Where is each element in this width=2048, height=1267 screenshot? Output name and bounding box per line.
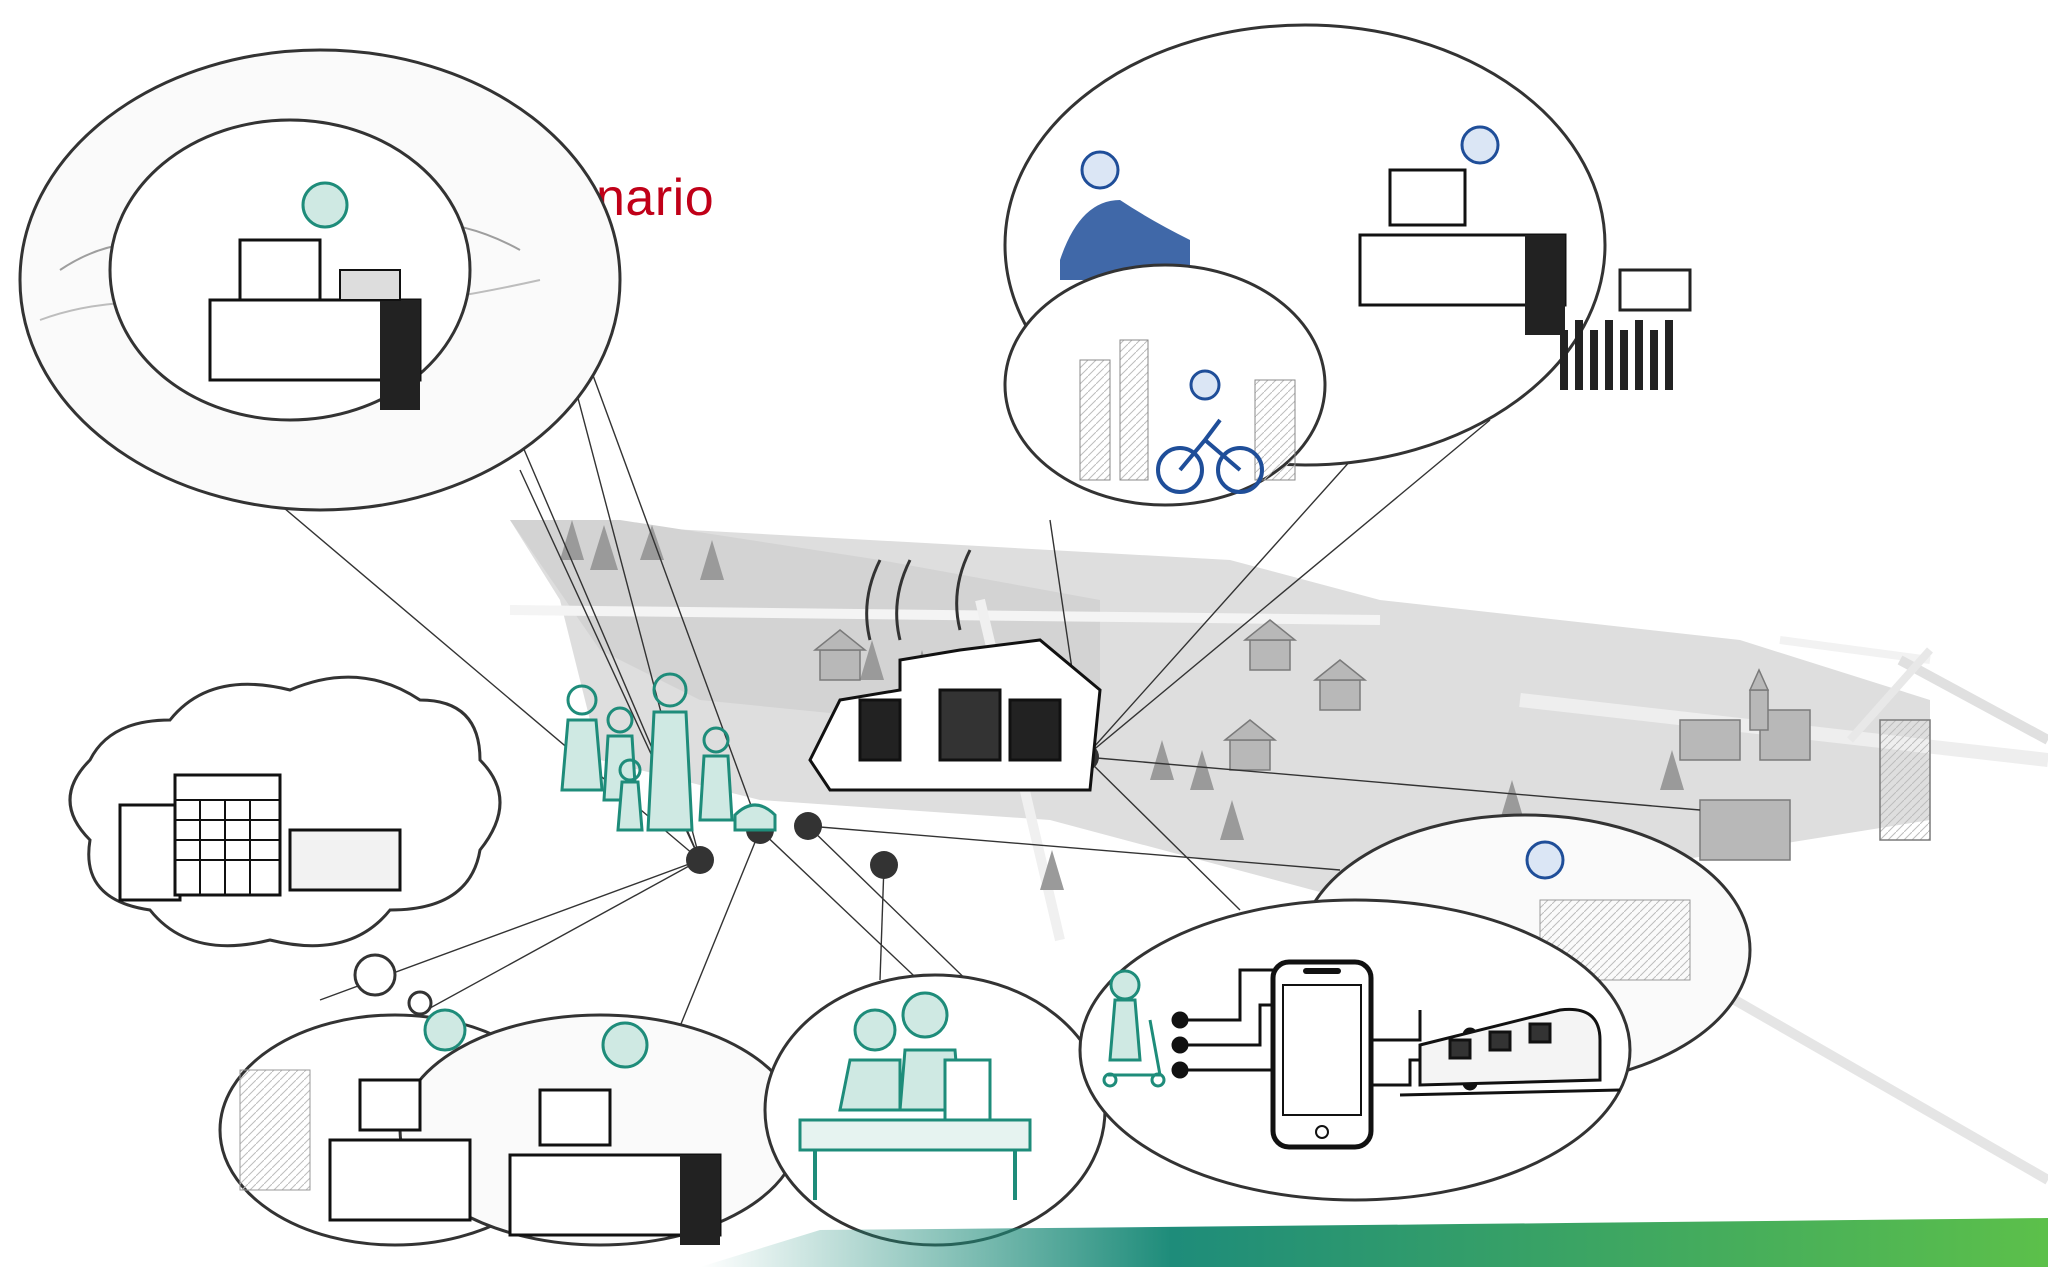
calculator-calendar-money-icon (118, 773, 402, 902)
couple-desk-bubble (763, 973, 1107, 1247)
train-icon (1399, 1007, 1621, 1097)
home-office-bubble (18, 48, 622, 512)
businessman-icon (1060, 125, 1567, 335)
budget-thought-bubble (68, 675, 502, 1016)
mobility-app-bubble (1078, 898, 1632, 1202)
couple-computer-icon (798, 991, 1032, 1200)
factory-icon (808, 549, 1102, 792)
office-workers-icon (239, 1008, 722, 1245)
family-group-icon (560, 672, 777, 832)
open-office-bubble (218, 1008, 802, 1247)
smartphone-icon (1270, 959, 1374, 1150)
crowd-icon (1560, 268, 1692, 390)
executive-office-bubble (1003, 23, 1607, 507)
slide-title: nario (596, 169, 715, 227)
footer-band (700, 1218, 2048, 1267)
scooter-rider-icon (1102, 969, 1166, 1088)
desk-worker-icon (208, 181, 422, 410)
bicycle-icon (1079, 339, 1296, 494)
